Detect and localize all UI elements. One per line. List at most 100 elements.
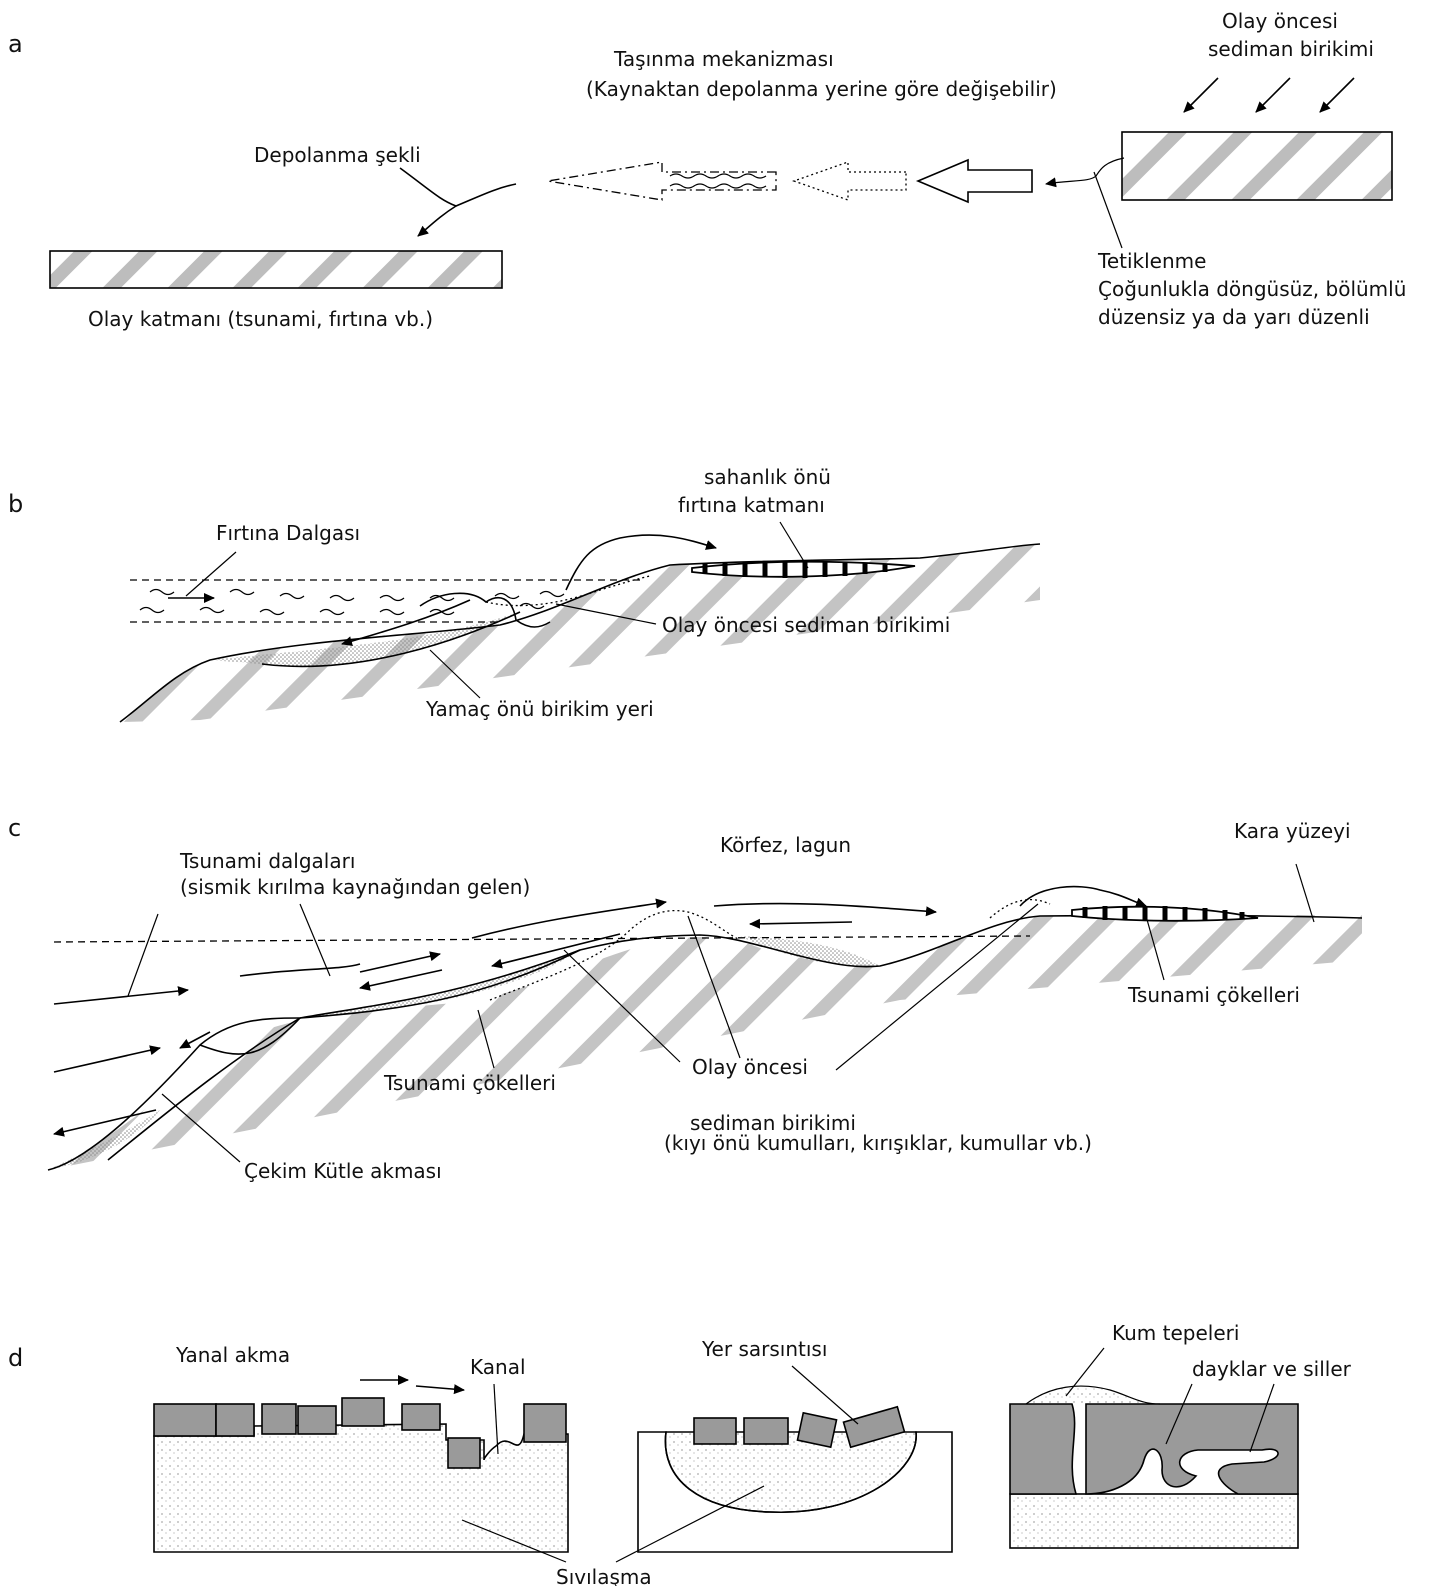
c-sea-level-line (53, 935, 1031, 943)
tsunami-waves-label-line1: Tsunami dalgaları (179, 849, 355, 873)
b-slope-deposit-outline (261, 611, 521, 668)
c-slope-lobe (199, 1017, 301, 1055)
land-surface-label: Kara yüzeyi (1234, 819, 1351, 843)
solid-transport-arrow (915, 158, 1033, 204)
slope-deposit-label: Yamaç önü birikim yeri (425, 697, 654, 721)
transport-label-line2: (Kaynaktan depolanma yerine göre değişeb… (586, 77, 1057, 101)
channel-label: Kanal (470, 1355, 526, 1379)
ground-shaking-leader (791, 1365, 859, 1425)
d-mid-block-1 (693, 1417, 737, 1445)
d-right-block-2 (1085, 1403, 1299, 1495)
pre-event-label-line2: sediman birikimi (1208, 37, 1374, 61)
d-ground-shaking: Yer sarsıntısı (637, 1337, 953, 1553)
c-arrow-onshore-1 (359, 951, 441, 973)
b-seabed-profile (119, 543, 1041, 723)
tsunami-waves-label-line2: (sismik kırılma kaynağından gelen) (180, 875, 530, 899)
panel-c-letter: c (8, 814, 21, 842)
sand-volcanoes-label: Kum tepeleri (1112, 1321, 1239, 1345)
d-flow-arrow-2 (415, 1384, 465, 1395)
panel-d-letter: d (8, 1344, 23, 1372)
c-arrow-onshore-4 (1019, 885, 1147, 908)
c-arrow-backwash-1 (53, 1109, 157, 1137)
c-tsunami-deposit-outline (299, 949, 581, 1019)
trigger-label-line1: Tetiklenme (1097, 249, 1206, 273)
panel-c: c Tsunami dalgaları (sismi (8, 814, 1363, 1183)
liquefaction-label: Sıvılaşma (556, 1565, 652, 1586)
storm-wave-leader (185, 551, 237, 597)
c-arrow-backwash-2 (179, 1031, 211, 1049)
b-seabed-hatch (120, 544, 1040, 722)
c-pre-event-label-line3: (kıyı önü kumulları, kırışıklar, kumulla… (664, 1131, 1092, 1155)
tsunami-deposits-left-leader (477, 1009, 495, 1069)
c-arrow-offshore-2 (491, 933, 621, 969)
c-seabed-hatch (48, 915, 1362, 1170)
c-arrow-onshore-2 (471, 898, 667, 939)
c-mass-flow-outline (47, 1017, 301, 1171)
sand-volcanoes-leader (1065, 1347, 1105, 1397)
b-shelf-layer-bars (702, 562, 888, 578)
d-left-block-4 (297, 1405, 337, 1435)
ground-shaking-label: Yer sarsıntısı (701, 1337, 827, 1361)
tsunami-waves-leader-1 (127, 913, 159, 997)
d-left-block-7 (447, 1437, 481, 1469)
d-left-sand-body (153, 1423, 569, 1553)
mass-flow-leader (161, 1093, 241, 1163)
tsunami-deposits-left-label: Tsunami çökelleri (383, 1071, 556, 1095)
b-offshore-flow-arrow (341, 599, 471, 646)
c-arrow-onshore-3 (713, 902, 937, 917)
dotted-transport-arrow (792, 161, 907, 201)
channel-leader (493, 1383, 499, 1455)
d-mid-block-4 (842, 1405, 906, 1449)
pre-event-arrows (1183, 77, 1355, 113)
transport-arrows (547, 158, 1033, 204)
c-wave-stroke (239, 963, 361, 977)
pre-event-label-line1: Olay öncesi (1222, 9, 1338, 33)
b-wave-crest (419, 592, 551, 628)
d-left-block-1 (153, 1403, 217, 1437)
event-layer-label: Olay katmanı (tsunami, fırtına vb.) (88, 307, 433, 331)
panel-a: a Olay öncesi sediman birikimi Taşınma m… (8, 9, 1406, 331)
panel-a-letter: a (8, 30, 23, 58)
c-arrow-incoming-2 (53, 1045, 161, 1073)
c-pre-event-label-line2: sediman birikimi (690, 1111, 856, 1135)
d-left-block-8 (523, 1403, 567, 1443)
dikes-leader (1165, 1383, 1193, 1445)
sills-leader (1249, 1383, 1275, 1453)
b-wave-squiggles (139, 588, 565, 616)
c-onshore-layer-bars (1082, 906, 1245, 921)
event-layer-block (49, 250, 503, 289)
dikes-sills-label: dayklar ve siller (1192, 1357, 1352, 1381)
c-pre-event-leader-1 (563, 949, 681, 1063)
b-slope-deposit-fill (210, 612, 520, 667)
b-pre-event-dotted (485, 575, 651, 607)
panel-b: b Fırtına Dalgası sahanlık önü fırtına k… (8, 465, 1041, 723)
transport-label-line1: Taşınma mekanizması (613, 47, 834, 71)
storm-wave-label: Fırtına Dalgası (216, 521, 360, 545)
c-pre-event-label-line1: Olay öncesi (692, 1055, 808, 1079)
pre-event-deposit-block (1121, 131, 1393, 201)
d-right-sand-layer (1009, 1493, 1299, 1549)
tsunami-deposits-right-label: Tsunami çökelleri (1127, 983, 1300, 1007)
tsunami-waves-leader-2 (299, 903, 331, 977)
shelf-layer-label-line1: sahanlık önü (704, 465, 831, 489)
b-pre-event-label: Olay öncesi sediman birikimi (662, 613, 950, 637)
d-left-block-5 (341, 1397, 385, 1427)
c-pre-event-leader-2 (687, 915, 741, 1059)
c-arrow-incoming-1 (53, 986, 189, 1005)
panel-b-letter: b (8, 490, 23, 518)
d-right-block-1 (1009, 1403, 1078, 1495)
b-onshore-flow-arrow (565, 534, 717, 591)
liquefaction-leader-1 (461, 1519, 567, 1563)
bay-lagoon-label: Körfez, lagun (720, 833, 851, 857)
shelf-layer-leader (779, 521, 809, 569)
d-sand-volcano (1025, 1385, 1161, 1405)
wave-squiggles (669, 173, 767, 189)
deposition-label: Depolanma şekli (254, 143, 421, 167)
d-mid-block-2 (743, 1417, 789, 1445)
d-left-block-2 (215, 1403, 255, 1437)
lateral-flow-label: Yanal akma (175, 1343, 290, 1367)
trigger-connector (1045, 157, 1125, 249)
land-surface-leader (1295, 863, 1315, 923)
d-left-block-6 (401, 1403, 441, 1431)
